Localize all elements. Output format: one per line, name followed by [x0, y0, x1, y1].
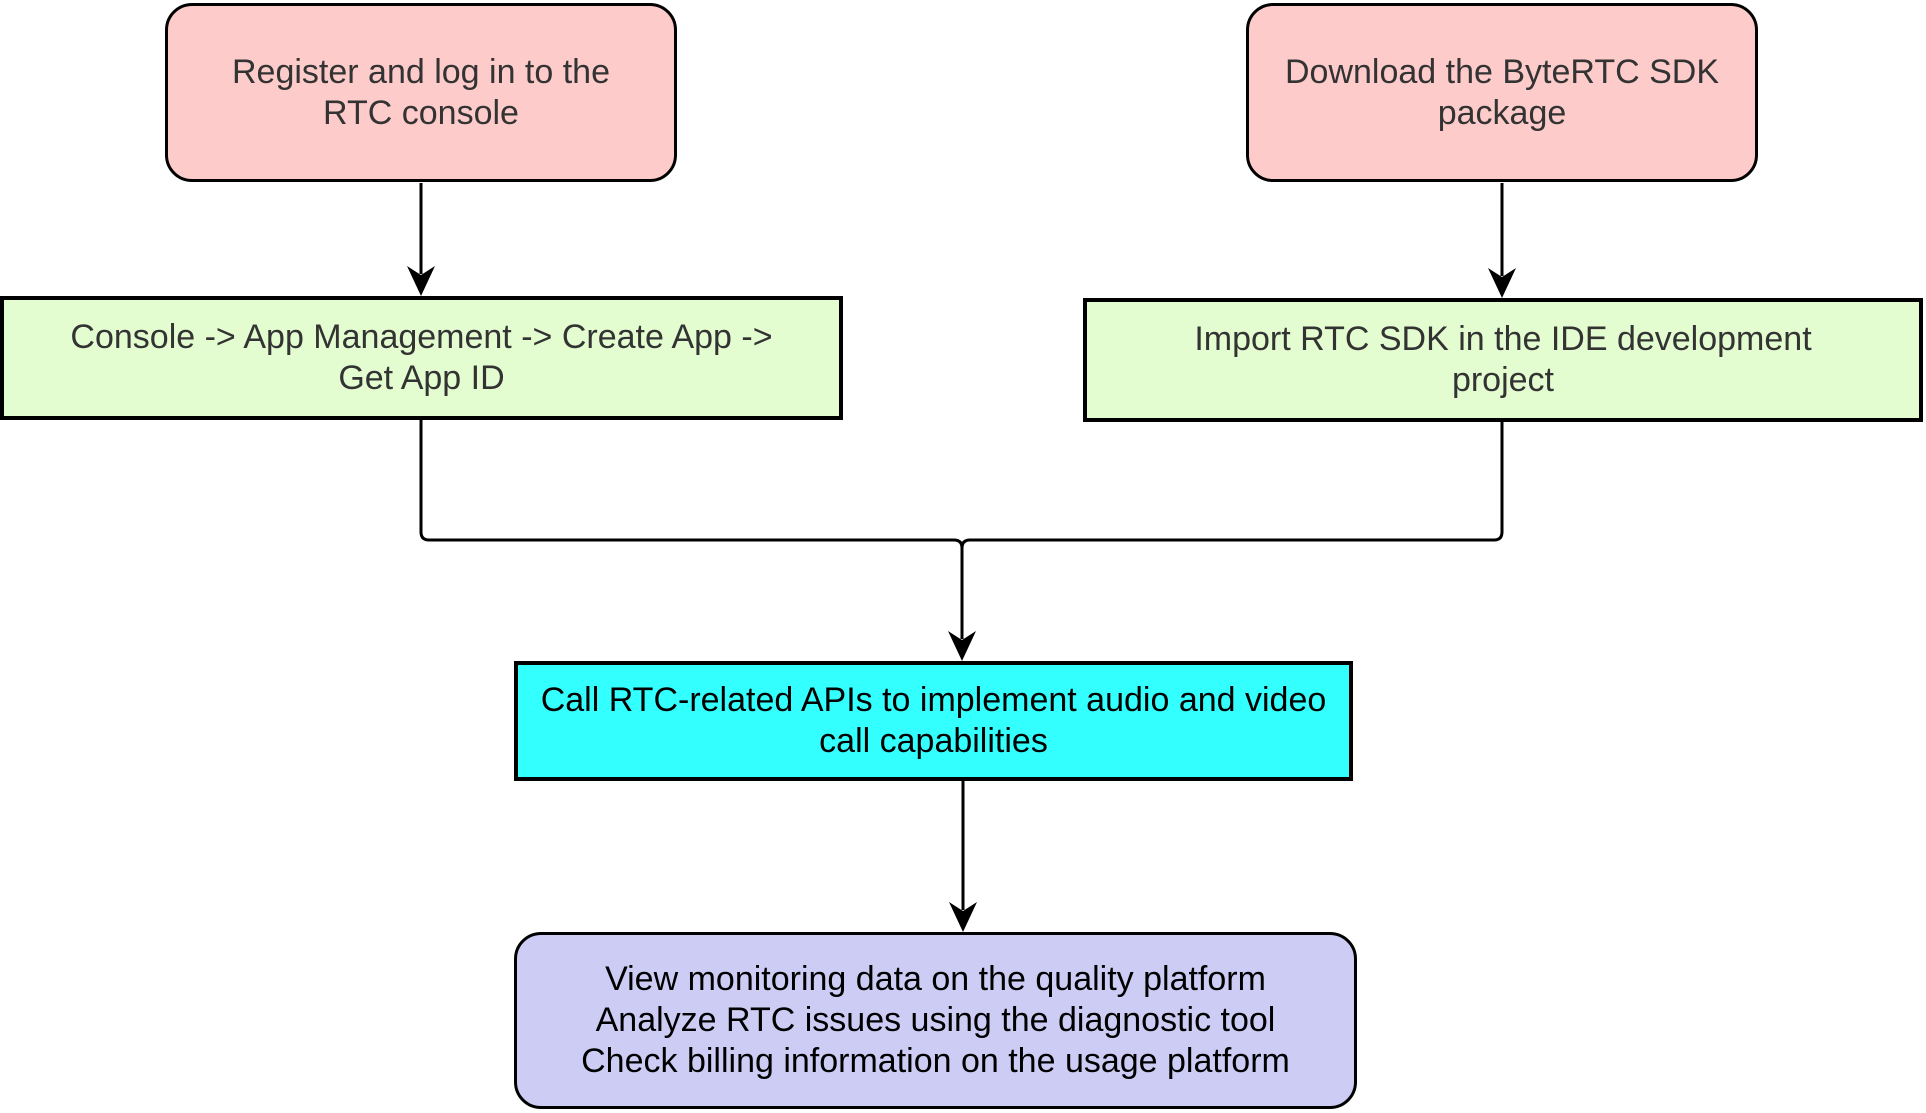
node-import-label: Import RTC SDK in the IDE development pr… — [1194, 320, 1812, 399]
node-platform-label: View monitoring data on the quality plat… — [581, 960, 1290, 1080]
node-console-create-app: Console -> App Management -> Create App … — [0, 296, 843, 420]
edge-import-to-callapis — [960, 422, 1504, 639]
node-register-label: Register and log in to the RTC console — [231, 52, 611, 132]
edge-console-to-callapis — [419, 420, 964, 639]
node-import-sdk: Import RTC SDK in the IDE development pr… — [1083, 298, 1923, 422]
node-call-rtc-apis: Call RTC-related APIs to implement audio… — [514, 661, 1353, 781]
arrowhead-download-to-import — [1488, 268, 1516, 298]
node-callapis-label: Call RTC-related APIs to implement audio… — [540, 681, 1327, 760]
arrowhead-register-to-console — [407, 266, 435, 296]
arrowhead-callapis-to-platform — [949, 902, 977, 932]
node-monitoring-platform: View monitoring data on the quality plat… — [514, 932, 1357, 1109]
node-download-label: Download the ByteRTC SDK package — [1284, 52, 1719, 132]
node-register-rtc-console: Register and log in to the RTC console — [165, 3, 677, 182]
node-download-sdk: Download the ByteRTC SDK package — [1246, 3, 1758, 182]
arrowhead-merge-to-callapis — [948, 631, 976, 661]
node-console-label: Console -> App Management -> Create App … — [70, 318, 773, 397]
